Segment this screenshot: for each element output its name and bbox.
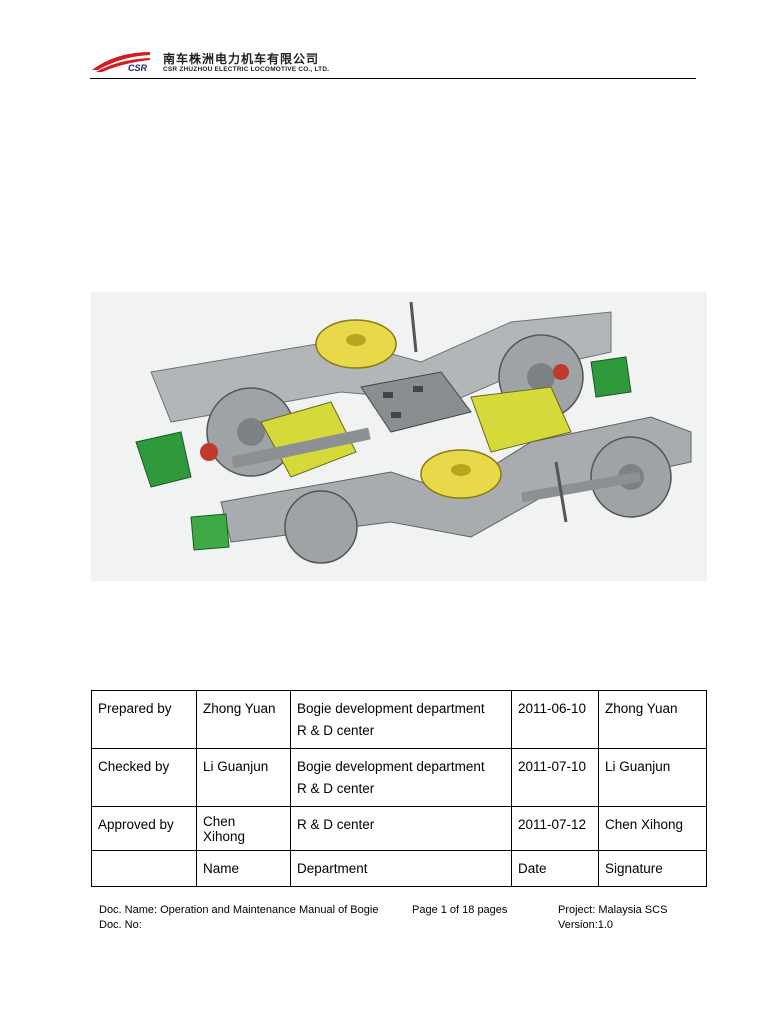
bogie-3d-illustration bbox=[91, 292, 707, 581]
signature-cell: Li Guanjun bbox=[598, 748, 707, 807]
date-cell: 2011-06-10 bbox=[511, 690, 599, 749]
logo-text: CSR bbox=[128, 63, 148, 73]
version: Version:1.0 bbox=[558, 919, 614, 931]
name-cell: Chen Xihong bbox=[196, 806, 291, 851]
date-cell: 2011-07-10 bbox=[511, 748, 599, 807]
department-line: Bogie development department bbox=[297, 701, 485, 716]
page-number: Page 1 of 18 pages bbox=[412, 904, 508, 916]
csr-logo bbox=[92, 52, 150, 72]
column-label-department: Department bbox=[290, 850, 512, 887]
department-cell: R & D center bbox=[290, 806, 512, 851]
page-header: CSR 南车株洲电力机车有限公司 CSR ZHUZHOU ELECTRIC LO… bbox=[90, 46, 696, 79]
table-header-row: Name Department Date Signature bbox=[91, 850, 707, 887]
bogie-drawing bbox=[135, 301, 692, 564]
table-row: Prepared by Zhong Yuan Bogie development… bbox=[91, 690, 707, 749]
name-line: Chen bbox=[203, 814, 236, 829]
doc-number: Doc. No: bbox=[99, 919, 142, 931]
department-line: R & D center bbox=[297, 781, 375, 796]
company-name-english: CSR ZHUZHOU ELECTRIC LOCOMOTIVE CO., LTD… bbox=[163, 66, 330, 73]
column-label-signature: Signature bbox=[598, 850, 707, 887]
table-row: Approved by Chen Xihong R & D center 201… bbox=[91, 806, 707, 851]
name-cell: Li Guanjun bbox=[196, 748, 291, 807]
column-label-name: Name bbox=[196, 850, 291, 887]
department-line: R & D center bbox=[297, 723, 375, 738]
department-cell: Bogie development department R & D cente… bbox=[290, 690, 512, 749]
footer-doc-info: Doc. Name: Operation and Maintenance Man… bbox=[99, 903, 378, 933]
department-line: R & D center bbox=[297, 817, 375, 832]
name-cell: Zhong Yuan bbox=[196, 690, 291, 749]
department-line: Bogie development department bbox=[297, 759, 485, 774]
role-cell: Checked by bbox=[91, 748, 197, 807]
role-cell bbox=[91, 850, 197, 887]
signoff-table: Prepared by Zhong Yuan Bogie development… bbox=[91, 690, 707, 887]
date-cell: 2011-07-12 bbox=[511, 806, 599, 851]
table-row: Checked by Li Guanjun Bogie development … bbox=[91, 748, 707, 807]
footer-project-info: Project: Malaysia SCS Version:1.0 bbox=[558, 903, 667, 933]
signature-cell: Chen Xihong bbox=[598, 806, 707, 851]
column-label-date: Date bbox=[511, 850, 599, 887]
role-cell: Prepared by bbox=[91, 690, 197, 749]
department-cell: Bogie development department R & D cente… bbox=[290, 748, 512, 807]
doc-name: Doc. Name: Operation and Maintenance Man… bbox=[99, 904, 379, 916]
project-name: Project: Malaysia SCS bbox=[558, 904, 668, 916]
name-line: Xihong bbox=[203, 829, 246, 844]
signature-cell: Zhong Yuan bbox=[598, 690, 707, 749]
company-name-chinese: 南车株洲电力机车有限公司 bbox=[163, 52, 320, 66]
role-cell: Approved by bbox=[91, 806, 197, 851]
